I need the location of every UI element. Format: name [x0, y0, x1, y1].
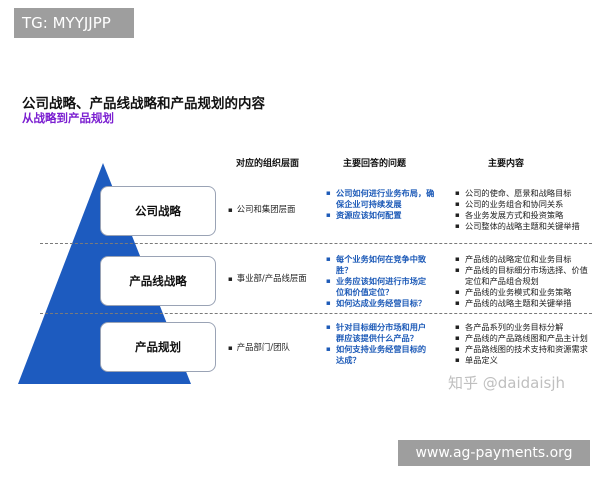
question-item: 如何达成业务经营目标？: [326, 298, 432, 309]
row-divider: [40, 243, 592, 244]
content-list: 公司的使命、愿景和战略目标 公司的业务组合和协同关系 各业务发展方式和投资策略 …: [455, 188, 595, 232]
content-item: 产品线的产品路线图和产品主计划: [455, 333, 595, 344]
questions-list: 公司如何进行业务布局，确保企业可持续发展 资源应该如何配置: [326, 188, 436, 221]
row-divider: [40, 313, 592, 314]
level-box-product-planning: 产品规划: [100, 322, 216, 372]
question-item: 业务应该如何进行市场定位和价值定位？: [326, 276, 432, 298]
org-level-text: 事业部/产品线层面: [228, 272, 307, 284]
watermark-text: 知乎 @daidaisjh: [448, 374, 566, 392]
question-item: 针对目标细分市场和用户群应该提供什么产品？: [326, 322, 432, 344]
content-item: 产品线的战略主题和关键举措: [455, 298, 595, 309]
content-item: 产品线的业务模式和业务策略: [455, 287, 595, 298]
question-item: 资源应该如何配置: [326, 210, 436, 221]
questions-list: 每个业务如何在竞争中致胜？ 业务应该如何进行市场定位和价值定位？ 如何达成业务经…: [326, 254, 432, 309]
column-header-content: 主要内容: [488, 159, 525, 169]
content-item: 产品线的目标细分市场选择、价值定位和产品组合规划: [455, 265, 595, 287]
level-box-product-line-strategy: 产品线战略: [100, 256, 216, 306]
content-item: 公司的使命、愿景和战略目标: [455, 188, 595, 199]
column-header-org: 对应的组织层面: [236, 159, 300, 169]
question-item: 公司如何进行业务布局，确保企业可持续发展: [326, 188, 436, 210]
content-item: 产品线的战略定位和业务目标: [455, 254, 595, 265]
page-subtitle: 从战略到产品规划: [22, 111, 114, 125]
content-item: 公司的业务组合和协同关系: [455, 199, 595, 210]
org-level-text: 产品部门/团队: [228, 341, 290, 353]
question-item: 每个业务如何在竞争中致胜？: [326, 254, 432, 276]
content-item: 产品路线图的技术支持和资源需求: [455, 344, 595, 355]
content-item: 各业务发展方式和投资策略: [455, 210, 595, 221]
content-item: 公司整体的战略主题和关键举措: [455, 221, 595, 232]
page-title: 公司战略、产品线战略和产品规划的内容: [22, 96, 265, 112]
content-list: 各产品系列的业务目标分解 产品线的产品路线图和产品主计划 产品路线图的技术支持和…: [455, 322, 595, 366]
content-item: 单品定义: [455, 355, 595, 366]
content-item: 各产品系列的业务目标分解: [455, 322, 595, 333]
content-list: 产品线的战略定位和业务目标 产品线的目标细分市场选择、价值定位和产品组合规划 产…: [455, 254, 595, 309]
questions-list: 针对目标细分市场和用户群应该提供什么产品？ 如何支持业务经营目标的达成？: [326, 322, 432, 366]
tag-label: TG: MYYJJPP: [14, 8, 134, 38]
site-label: www.ag-payments.org: [398, 440, 590, 466]
level-box-company-strategy: 公司战略: [100, 186, 216, 236]
org-level-text: 公司和集团层面: [228, 203, 296, 215]
question-item: 如何支持业务经营目标的达成？: [326, 344, 432, 366]
column-header-questions: 主要回答的问题: [343, 159, 407, 169]
